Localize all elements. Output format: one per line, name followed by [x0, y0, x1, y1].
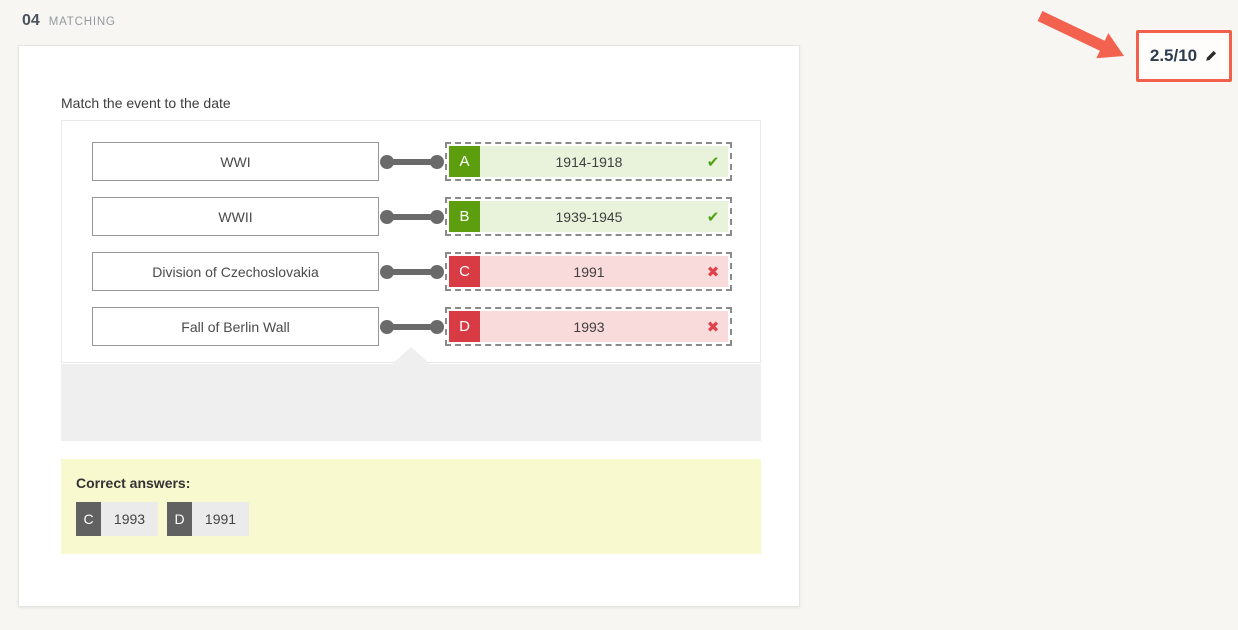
event-item: WWII	[92, 197, 379, 236]
chip-letter: D	[167, 502, 192, 536]
chip-value: 1993	[101, 502, 158, 536]
matching-panel: WWI A 1914-1918 ✔ WWII B	[61, 120, 761, 363]
event-item: Division of Czechoslovakia	[92, 252, 379, 291]
event-label: WWI	[220, 153, 251, 170]
score-value: 2.5/10	[1149, 46, 1198, 65]
event-label: Division of Czechoslovakia	[152, 263, 319, 280]
event-label: Fall of Berlin Wall	[181, 318, 290, 335]
question-number: 04	[22, 12, 40, 29]
annotation-arrow	[1037, 11, 1124, 59]
correct-answer-chip: C 1993	[76, 502, 158, 536]
answer-letter-badge: C	[449, 256, 480, 287]
correct-answers-label: Correct answers:	[76, 475, 191, 491]
chip-letter: C	[76, 502, 101, 536]
answer-value: 1914-1918	[555, 153, 623, 170]
answer-drop-zone[interactable]: D 1993 ✖	[445, 307, 732, 346]
answer-drop-zone[interactable]: B 1939-1945 ✔	[445, 197, 732, 236]
correct-answers-section: Correct answers: C 1993 D 1991	[61, 459, 761, 554]
question-type-label: MATCHING	[48, 16, 116, 28]
incorrect-cross-icon: ✖	[706, 318, 720, 336]
question-prompt: Match the event to the date	[61, 95, 231, 111]
question-header: 04 MATCHING	[22, 12, 116, 30]
answer-value: 1993	[573, 318, 605, 335]
event-item: Fall of Berlin Wall	[92, 307, 379, 346]
incorrect-cross-icon: ✖	[706, 263, 720, 281]
answer-choices-tray[interactable]	[61, 364, 761, 441]
match-row: Division of Czechoslovakia C 1991 ✖	[92, 252, 760, 291]
event-item: WWI	[92, 142, 379, 181]
match-row: WWI A 1914-1918 ✔	[92, 142, 760, 181]
answer-letter-badge: D	[449, 311, 480, 342]
answer-letter-badge: A	[449, 146, 480, 177]
score-badge[interactable]: 2.5/10	[1136, 30, 1232, 82]
answer-drop-zone[interactable]: C 1991 ✖	[445, 252, 732, 291]
event-label: WWII	[218, 208, 253, 225]
pencil-icon[interactable]	[1204, 49, 1218, 63]
correct-check-icon: ✔	[706, 208, 720, 226]
connector-line	[379, 307, 445, 346]
question-card: Match the event to the date WWI A 1914-1…	[18, 45, 800, 607]
connector-line	[379, 252, 445, 291]
connector-line	[379, 142, 445, 181]
answer-value: 1991	[573, 263, 605, 280]
match-row: WWII B 1939-1945 ✔	[92, 197, 760, 236]
correct-answer-chip: D 1991	[167, 502, 249, 536]
answer-drop-zone[interactable]: A 1914-1918 ✔	[445, 142, 732, 181]
connector-line	[379, 197, 445, 236]
answer-value: 1939-1945	[555, 208, 623, 225]
drop-zone-notch	[392, 347, 430, 364]
chip-value: 1991	[192, 502, 249, 536]
correct-check-icon: ✔	[706, 153, 720, 171]
match-row: Fall of Berlin Wall D 1993 ✖	[92, 307, 760, 346]
answer-letter-badge: B	[449, 201, 480, 232]
